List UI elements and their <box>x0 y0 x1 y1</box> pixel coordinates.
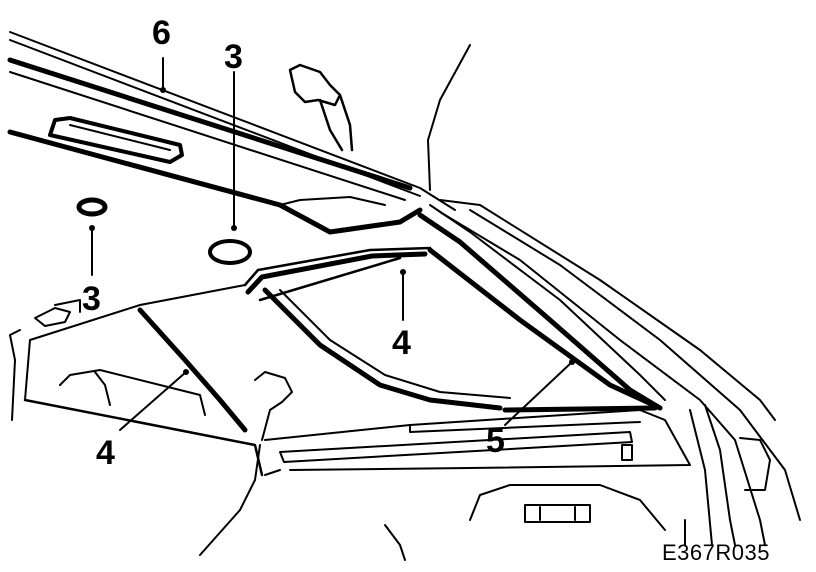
lower-trim-panel <box>264 409 691 471</box>
leader-lines <box>89 57 575 431</box>
callout-5-lower-trim: 5 <box>486 422 505 460</box>
callout-3-center-plug: 3 <box>224 38 243 76</box>
figure-code: E367R035 <box>662 540 770 565</box>
callout-3-left-plug: 3 <box>82 280 101 318</box>
callout-6-headliner: 6 <box>152 14 171 52</box>
headliner-outline <box>7 31 456 235</box>
upper-bracket <box>288 44 471 191</box>
callout-4-side-trim: 4 <box>96 434 115 472</box>
plug-3-center <box>208 239 252 265</box>
plug-3-left <box>76 197 108 217</box>
quarter-window-trim <box>243 246 663 413</box>
clip-left <box>34 299 81 327</box>
side-trim-left <box>9 284 293 556</box>
callout-4-window-trim: 4 <box>392 324 411 362</box>
roof-handle-recess <box>48 116 184 164</box>
pillar-trim-right <box>417 199 801 546</box>
interior-lower-details <box>384 484 686 561</box>
